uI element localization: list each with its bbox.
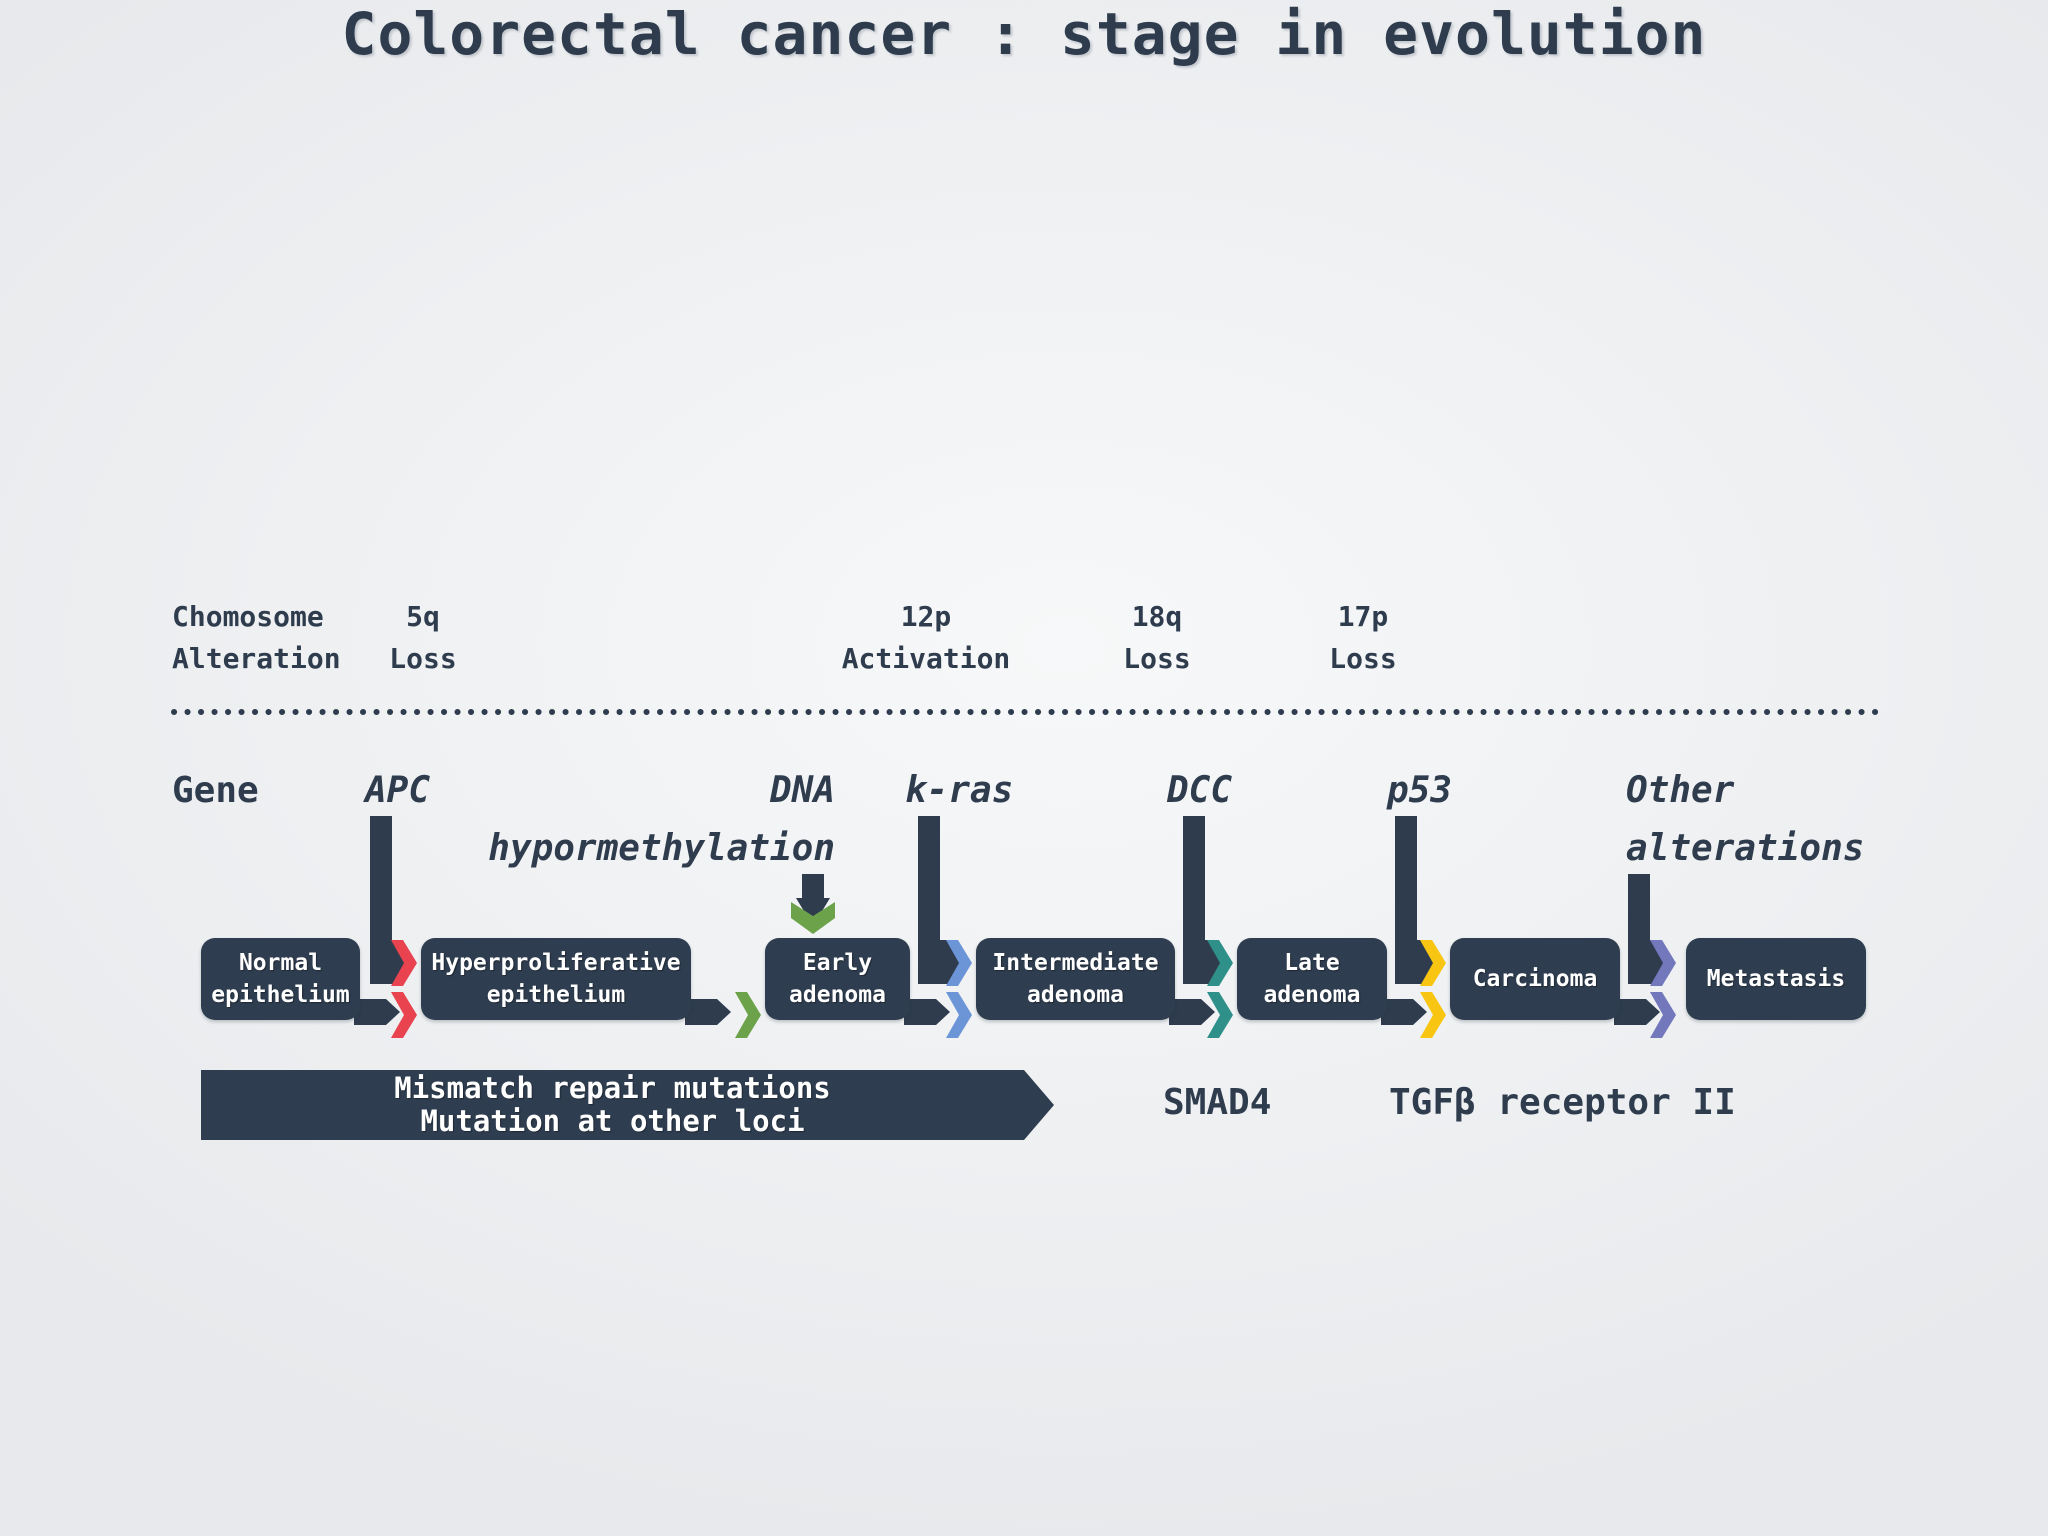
gene-label-p53: p53 — [1387, 762, 1452, 820]
connector-intermediate-to-late — [1169, 999, 1215, 1025]
gene-label-apc: APC — [365, 762, 430, 820]
chromosome-item-line2: Loss — [1329, 642, 1397, 675]
chromosome-item-line2: Loss — [389, 642, 457, 675]
gene-label-other-alterations: Other alterations — [1626, 762, 1864, 878]
chromosome-item-12p-activation: 12p Activation — [836, 596, 1016, 680]
chromosome-item-5q-loss: 5q Loss — [333, 596, 513, 680]
gene-label-dna-hypormethylation: DNA hypormethylation — [455, 762, 835, 878]
chevron-purple-lower — [1650, 992, 1676, 1038]
connector-early-to-intermediate — [904, 999, 950, 1025]
connector-late-to-carcinoma — [1381, 999, 1427, 1025]
stage-line: Late — [1284, 950, 1340, 976]
gene-row-header: Gene — [172, 770, 259, 811]
gene-label-smad4: SMAD4 — [1163, 1082, 1272, 1123]
chevron-green-down — [791, 902, 835, 934]
gene-label-tgfb-receptor-ii: TGFβ receptor II — [1389, 1082, 1736, 1123]
gene-label-line: hypormethylation — [488, 828, 835, 869]
chevron-blue-upper — [946, 940, 972, 986]
banner-line1: Mismatch repair mutations — [394, 1071, 831, 1105]
gene-label-k-ras: k-ras — [905, 762, 1013, 820]
dna-hypormethylation-down-arrow — [796, 874, 830, 926]
chromosome-item-line1: 5q — [406, 600, 440, 633]
apc-arrow-bar — [370, 816, 414, 984]
k-ras-arrow-bar — [918, 816, 962, 984]
stage-box-early-adenoma: Early adenoma — [765, 938, 910, 1020]
chromosome-header-line1: Chomosome — [172, 600, 324, 633]
chromosome-item-line1: 17p — [1337, 600, 1389, 633]
stage-box-late-adenoma: Late adenoma — [1237, 938, 1387, 1020]
mismatch-repair-banner: Mismatch repair mutations Mutation at ot… — [201, 1070, 1054, 1140]
stage-line: Hyperproliferative — [431, 950, 681, 976]
stage-line: epithelium — [486, 982, 626, 1008]
chromosome-header-line2: Alteration — [172, 642, 341, 675]
gene-label-line: APC — [365, 770, 431, 811]
stage-box-hyperproliferative-epithelium: Hyperproliferative epithelium — [421, 938, 691, 1020]
chromosome-item-line1: 12p — [900, 600, 952, 633]
gene-label-line: p53 — [1387, 770, 1453, 811]
stage-line: Intermediate — [992, 950, 1159, 976]
chevron-red-upper — [391, 940, 417, 986]
page-title: Colorectal cancer : stage in evolution — [341, 0, 1707, 68]
gene-label-line: k-ras — [905, 770, 1014, 811]
stage-line: Early — [802, 950, 873, 976]
stage-box-carcinoma: Carcinoma — [1450, 938, 1620, 1020]
chromosome-item-line2: Activation — [841, 642, 1011, 675]
stage-line: adenoma — [1263, 982, 1361, 1008]
p53-arrow-bar — [1395, 816, 1439, 984]
gene-label-dcc: DCC — [1167, 762, 1232, 820]
stage-line: epithelium — [211, 982, 350, 1008]
chromosome-item-18q-loss: 18q Loss — [1067, 596, 1247, 680]
banner-line2: Mutation at other loci — [420, 1104, 805, 1138]
chevron-teal-upper — [1207, 940, 1233, 986]
stage-box-normal-epithelium: Normal epithelium — [201, 938, 360, 1020]
chevron-green-lower — [735, 992, 761, 1038]
stage-line: Metastasis — [1706, 966, 1846, 992]
chromosome-item-line2: Loss — [1123, 642, 1191, 675]
chevron-purple-upper — [1650, 940, 1676, 986]
chromosome-alteration-header: Chomosome Alteration — [172, 596, 341, 680]
stage-box-intermediate-adenoma: Intermediate adenoma — [976, 938, 1175, 1020]
chevron-yellow-lower — [1420, 992, 1446, 1038]
gene-label-line: DCC — [1167, 770, 1233, 811]
gene-label-line: Other — [1626, 770, 1735, 811]
stage-line: Carcinoma — [1472, 966, 1598, 992]
dcc-arrow-bar — [1183, 816, 1227, 984]
chromosome-item-line1: 18q — [1131, 600, 1183, 633]
connector-hyperproliferative-to-early — [685, 999, 731, 1025]
stage-box-metastasis: Metastasis — [1686, 938, 1866, 1020]
chevron-blue-lower — [946, 992, 972, 1038]
gene-label-line: alterations — [1626, 828, 1865, 869]
stage-line: adenoma — [1027, 982, 1124, 1008]
chevron-red-lower — [391, 992, 417, 1038]
connector-carcinoma-to-metastasis — [1614, 999, 1660, 1025]
stage-line: Normal — [238, 950, 323, 976]
chevron-yellow-upper — [1420, 940, 1446, 986]
gene-label-line: DNA — [769, 770, 835, 811]
chevron-teal-lower — [1207, 992, 1233, 1038]
chromosome-item-17p-loss: 17p Loss — [1273, 596, 1453, 680]
stage-line: adenoma — [789, 982, 886, 1008]
connector-normal-to-hyperproliferative — [354, 999, 400, 1025]
